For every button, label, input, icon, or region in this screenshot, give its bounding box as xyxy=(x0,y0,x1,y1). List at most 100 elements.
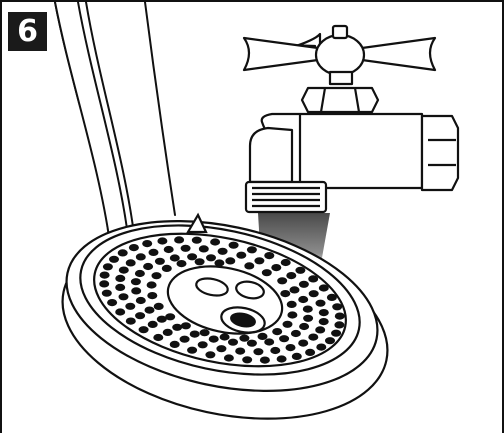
nozzle xyxy=(180,244,191,252)
nozzle xyxy=(299,322,310,331)
nozzle xyxy=(280,258,291,267)
nozzle xyxy=(261,269,272,277)
nozzle xyxy=(246,246,257,254)
nozzle xyxy=(191,236,202,244)
nozzle xyxy=(214,259,225,267)
shower-hose xyxy=(54,1,176,244)
nozzle xyxy=(199,329,210,337)
nozzle xyxy=(180,322,191,330)
nozzle xyxy=(291,352,302,360)
nozzle xyxy=(276,355,287,363)
nozzle xyxy=(206,254,216,262)
nozzle xyxy=(298,280,309,288)
nozzle xyxy=(244,262,255,270)
nozzle xyxy=(280,290,291,298)
nozzle xyxy=(253,348,264,356)
nozzle xyxy=(131,287,142,295)
nozzle xyxy=(156,315,167,323)
nozzle xyxy=(130,278,141,286)
nozzle xyxy=(125,317,136,325)
nozzle xyxy=(138,326,149,334)
nozzle xyxy=(223,354,234,362)
nozzle xyxy=(99,280,110,288)
nozzle xyxy=(102,263,113,271)
nozzle xyxy=(235,347,246,355)
nozzle xyxy=(290,329,301,338)
nozzle xyxy=(148,248,159,256)
nozzle xyxy=(334,321,345,329)
nozzle xyxy=(142,240,153,248)
nozzle xyxy=(302,305,313,313)
nozzle xyxy=(187,346,198,354)
nozzle xyxy=(115,283,126,291)
nozzle xyxy=(128,244,139,252)
nozzle xyxy=(332,303,343,311)
nozzle xyxy=(172,323,183,331)
nozzle xyxy=(198,245,209,253)
nozzle xyxy=(153,302,164,310)
nozzle xyxy=(169,254,180,262)
nozzle xyxy=(246,339,257,347)
nozzle xyxy=(236,251,247,259)
nozzle xyxy=(101,289,112,297)
nozzle xyxy=(286,300,297,308)
nozzle xyxy=(277,277,288,285)
nozzle xyxy=(279,335,290,343)
nozzle xyxy=(134,269,145,278)
nozzle xyxy=(259,356,270,364)
nozzle xyxy=(308,290,319,298)
nozzle xyxy=(239,334,250,342)
nozzle xyxy=(264,338,275,346)
nozzle xyxy=(225,257,236,265)
nozzle xyxy=(205,351,216,359)
nozzle xyxy=(208,335,219,343)
nozzle xyxy=(153,333,164,342)
nozzle xyxy=(115,308,126,316)
nozzle xyxy=(295,266,306,274)
faucet-icon xyxy=(242,24,460,214)
nozzle xyxy=(107,299,118,307)
nozzle xyxy=(216,345,227,353)
nozzle xyxy=(187,253,198,261)
nozzle xyxy=(163,245,174,254)
nozzle xyxy=(334,312,345,320)
nozzle xyxy=(194,258,205,266)
nozzle xyxy=(286,272,297,280)
nozzle xyxy=(219,333,230,341)
nozzle xyxy=(99,271,110,279)
nozzle xyxy=(125,302,136,310)
nozzle xyxy=(271,264,282,272)
nozzle xyxy=(305,348,316,356)
nozzle xyxy=(257,332,268,340)
nozzle xyxy=(210,238,221,246)
nozzle xyxy=(146,281,157,289)
nozzle xyxy=(157,237,168,245)
nozzle xyxy=(298,295,309,304)
nozzle xyxy=(318,284,329,292)
nozzle xyxy=(264,252,275,260)
nozzle xyxy=(169,340,180,348)
nozzle xyxy=(154,257,165,265)
nozzle xyxy=(316,343,327,351)
nozzle xyxy=(118,293,129,301)
nozzle xyxy=(308,333,319,341)
nozzle xyxy=(197,341,208,349)
nozzle xyxy=(118,266,129,274)
nozzle xyxy=(125,259,136,267)
nozzle xyxy=(176,260,187,268)
nozzle xyxy=(143,262,154,271)
nozzle xyxy=(287,311,298,319)
nozzle xyxy=(135,296,146,305)
nozzle-pattern xyxy=(99,236,345,364)
nozzle xyxy=(318,318,329,326)
nozzle xyxy=(117,249,128,257)
nozzle xyxy=(282,320,293,328)
nozzle xyxy=(272,328,283,336)
nozzle xyxy=(147,320,158,328)
nozzle xyxy=(326,293,337,301)
nozzle xyxy=(285,344,296,352)
nozzle xyxy=(315,326,326,334)
nozzle xyxy=(315,299,326,307)
